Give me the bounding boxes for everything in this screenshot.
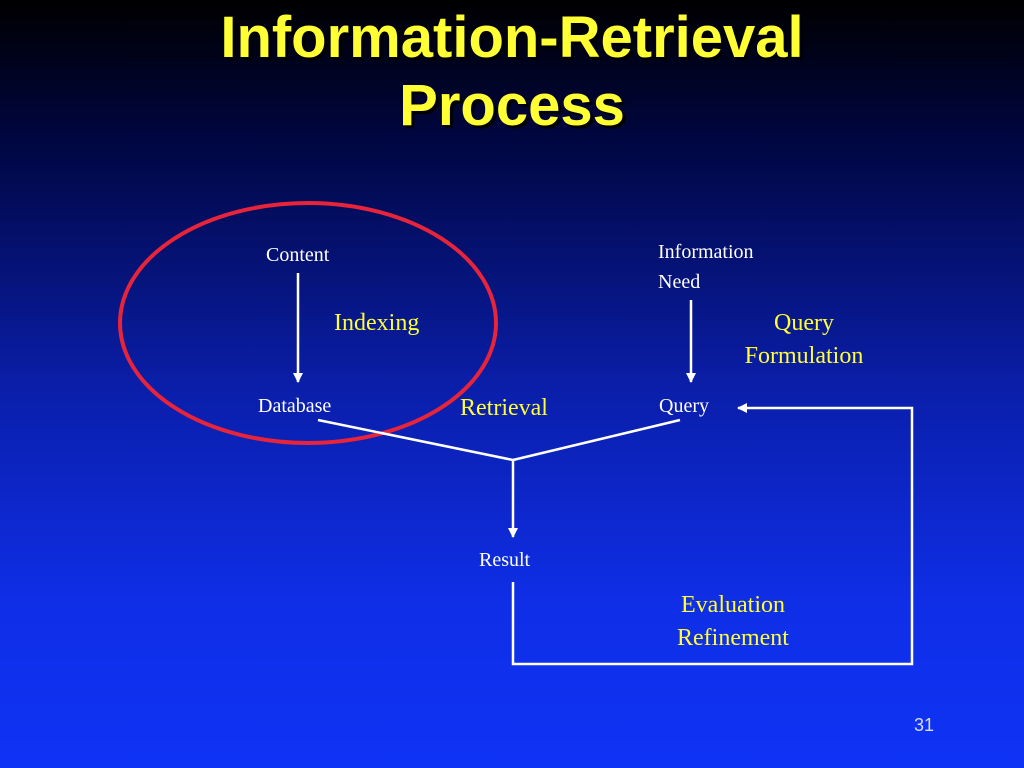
process-indexing: Indexing bbox=[334, 310, 420, 336]
node-information-need-line-2: Need bbox=[658, 271, 701, 293]
process-retrieval: Retrieval bbox=[460, 395, 548, 421]
slide-number: 31 bbox=[913, 715, 934, 735]
slide-title-line-2: Process bbox=[399, 73, 625, 138]
node-result: Result bbox=[479, 549, 531, 571]
node-query: Query bbox=[659, 395, 709, 417]
feedback-loop-result-to-query bbox=[511, 403, 914, 666]
process-query-formulation: Query Formulation bbox=[724, 307, 884, 373]
indexing-highlight-ellipse bbox=[118, 201, 498, 445]
process-evaluation-line-1: Evaluation bbox=[681, 592, 785, 618]
node-content: Content bbox=[266, 244, 330, 266]
node-information-need-line-1: Information bbox=[658, 241, 754, 263]
slide-title-line-1: Information-Retrieval bbox=[220, 5, 804, 70]
process-query-formulation-line-1: Query bbox=[774, 310, 834, 336]
node-information-need: Information Need bbox=[658, 237, 754, 297]
line-query-to-junction bbox=[512, 418, 681, 462]
process-evaluation-line-2: Refinement bbox=[677, 625, 789, 651]
slide-title: Information-Retrieval Process bbox=[0, 4, 1024, 140]
process-query-formulation-line-2: Formulation bbox=[744, 343, 864, 369]
node-database: Database bbox=[258, 395, 332, 417]
process-evaluation-refinement: Evaluation Refinement bbox=[653, 589, 813, 655]
line-database-to-junction bbox=[317, 418, 514, 462]
